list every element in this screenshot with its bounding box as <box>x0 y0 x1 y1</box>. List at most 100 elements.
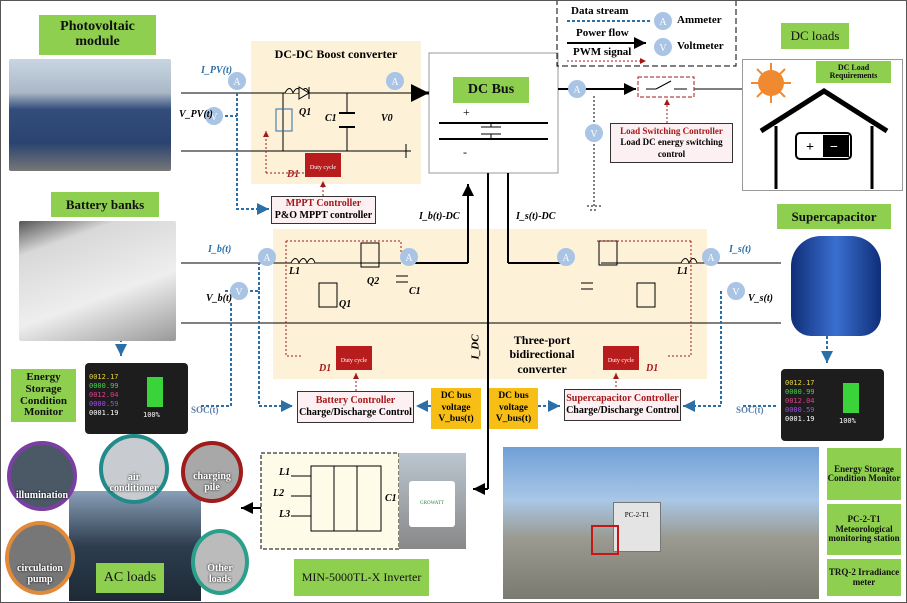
battery-ctrl-sub: Charge/Discharge Control <box>299 407 412 418</box>
dc-bus-voltage-right: DC bus voltage V_bus(t) <box>489 388 538 429</box>
dc-loads-box <box>742 59 903 191</box>
battery-duty: D1 <box>319 363 332 374</box>
battery-percent: 100% <box>839 417 856 425</box>
monitor-display-right: 0012.17 0000.99 0012.04 0000.59 0001.19 … <box>781 369 884 441</box>
supercap-ctrl-sub: Charge/Discharge Control <box>566 405 679 416</box>
load-switch-title: Load Switching Controller <box>620 126 723 137</box>
mppt-title: MPPT Controller <box>285 197 362 209</box>
svg-text:A: A <box>405 253 413 264</box>
dc-bus-minus: - <box>463 145 467 159</box>
mppt-controller: MPPT Controller P&O MPPT controller <box>271 196 376 224</box>
svg-text:V: V <box>210 112 218 123</box>
pv-current-label: I_PV(t) <box>201 65 233 76</box>
reading: 0012.17 <box>785 379 815 387</box>
inverter-label: MIN-5000TL-X Inverter <box>294 559 429 596</box>
illumination-load: illumination <box>7 441 77 511</box>
station-item-monitor: Energy Storage Condition Monitor <box>827 448 901 500</box>
reading: 0012.04 <box>89 391 119 400</box>
legend-ammeter: Ammeter <box>677 14 722 26</box>
svg-text:V: V <box>732 287 740 298</box>
battery-inductor: L1 <box>289 266 301 277</box>
battery-level-bar <box>843 383 859 413</box>
reading: 0001.19 <box>785 415 815 424</box>
meter-icons: A V A A V A V A A A V A V <box>205 12 745 300</box>
svg-text:+: + <box>806 140 814 155</box>
reading: 0000.99 <box>785 388 815 397</box>
battery-bus-current: I_b(t)-DC <box>419 211 460 222</box>
reading: 0001.19 <box>89 409 119 418</box>
supercap-voltage-label: V_s(t) <box>748 293 773 304</box>
other-loads: Other loads <box>191 529 249 595</box>
inverter-l3: L3 <box>279 509 291 520</box>
inverter-brand: GROWATT <box>409 481 455 527</box>
house-battery-icon: + − <box>759 88 889 189</box>
supercap-ctrl-title: Supercapacitor Controller <box>566 392 679 404</box>
dcbus-voltage-line2: voltage <box>498 402 529 413</box>
dcbus-voltage-line3: V_bus(t) <box>495 414 532 425</box>
monitor-display-left: 0012.17 0000.99 0012.04 0000.59 0001.19 … <box>85 363 188 434</box>
dc-bus-plus: + <box>463 105 470 119</box>
svg-text:−: − <box>830 140 838 155</box>
dc-loads-label: DC loads <box>781 23 849 49</box>
three-port-title: Three-port bidirectional converter <box>509 333 575 376</box>
battery-current-label: I_b(t) <box>208 244 232 255</box>
station-item-irradiance: TRQ-2 Irradiance meter <box>827 559 901 596</box>
monitoring-station-photo: PC-2-T1 <box>503 447 819 599</box>
circulation-pump-load: circulation pump <box>5 521 75 595</box>
battery-cap: C1 <box>409 286 421 297</box>
svg-text:V: V <box>235 287 243 298</box>
sun-icon <box>751 63 791 103</box>
battery-controller: Battery Controller Charge/Discharge Cont… <box>297 391 414 423</box>
reading: 0000.59 <box>89 400 119 409</box>
pv-voltage-label: V_PV(t) <box>179 109 213 120</box>
svg-text:A: A <box>573 85 581 96</box>
battery-voltage-label: V_b(t) <box>206 293 233 304</box>
air-conditioner-load: air conditioner <box>99 434 169 504</box>
supercap-current-label: I_s(t) <box>729 244 752 255</box>
legend-data-stream: Data stream <box>571 5 629 17</box>
svg-text:A: A <box>707 253 715 264</box>
boost-duty-cycle-block: Duty cycle <box>305 153 341 177</box>
svg-text:A: A <box>233 77 241 88</box>
mppt-sub: P&O MPPT controller <box>274 210 373 221</box>
dcbus-voltage-line2: voltage <box>441 402 471 413</box>
svg-text:A: A <box>659 17 667 28</box>
dc-bus-voltage-left: DC bus voltage V_bus(t) <box>431 388 481 429</box>
load-switching-controller: Load Switching Controller Load DC energy… <box>610 123 733 163</box>
boost-duty-label: D1 <box>287 169 300 180</box>
legend-power-flow: Power flow <box>576 27 629 39</box>
boost-vout-label: V0 <box>381 113 393 124</box>
reading: 0000.59 <box>785 406 815 415</box>
boost-cap-label: C1 <box>325 113 337 124</box>
load-switch-sub: Load DC energy switching control <box>620 137 723 159</box>
dc-load-requirements: DC Load Requirements <box>816 61 891 83</box>
highlight-box <box>591 525 619 555</box>
charging-pile-load: charging pile <box>181 441 243 503</box>
dcbus-voltage-line1: DC bus <box>440 391 472 402</box>
station-item-meteorological: PC-2-T1 Meteorological monitoring statio… <box>827 504 901 555</box>
svg-text:A: A <box>391 77 399 88</box>
dcbus-voltage-line1: DC bus <box>498 391 529 402</box>
battery-switch-q1: Q1 <box>339 299 352 310</box>
battery-percent: 100% <box>143 411 160 419</box>
soc-left: SOC(t) <box>191 405 219 415</box>
dcbus-voltage-line3: V_bus(t) <box>438 414 474 425</box>
pv-module-label: Photovoltaic module <box>39 15 156 55</box>
supercap-inductor: L1 <box>677 266 689 277</box>
inverter-l2: L2 <box>273 488 285 499</box>
legend-pwm: PWM signal <box>573 46 632 58</box>
inverter-l1: L1 <box>279 467 291 478</box>
supercap-duty-cycle-block: Duty cycle <box>603 346 639 370</box>
boost-switch-label: Q1 <box>299 107 312 118</box>
battery-ctrl-title: Battery Controller <box>315 394 396 406</box>
reading: 0012.04 <box>785 397 815 406</box>
reading: 0012.17 <box>89 373 119 381</box>
svg-text:V: V <box>659 43 667 54</box>
energy-storage-monitor-label: Energy Storage Condition Monitor <box>11 369 76 422</box>
battery-banks-label: Battery banks <box>51 192 159 217</box>
svg-text:A: A <box>562 253 570 264</box>
legend-voltmeter: Voltmeter <box>677 40 724 52</box>
reading: 0000.99 <box>89 382 119 391</box>
inverter-photo: GROWATT <box>399 453 466 549</box>
